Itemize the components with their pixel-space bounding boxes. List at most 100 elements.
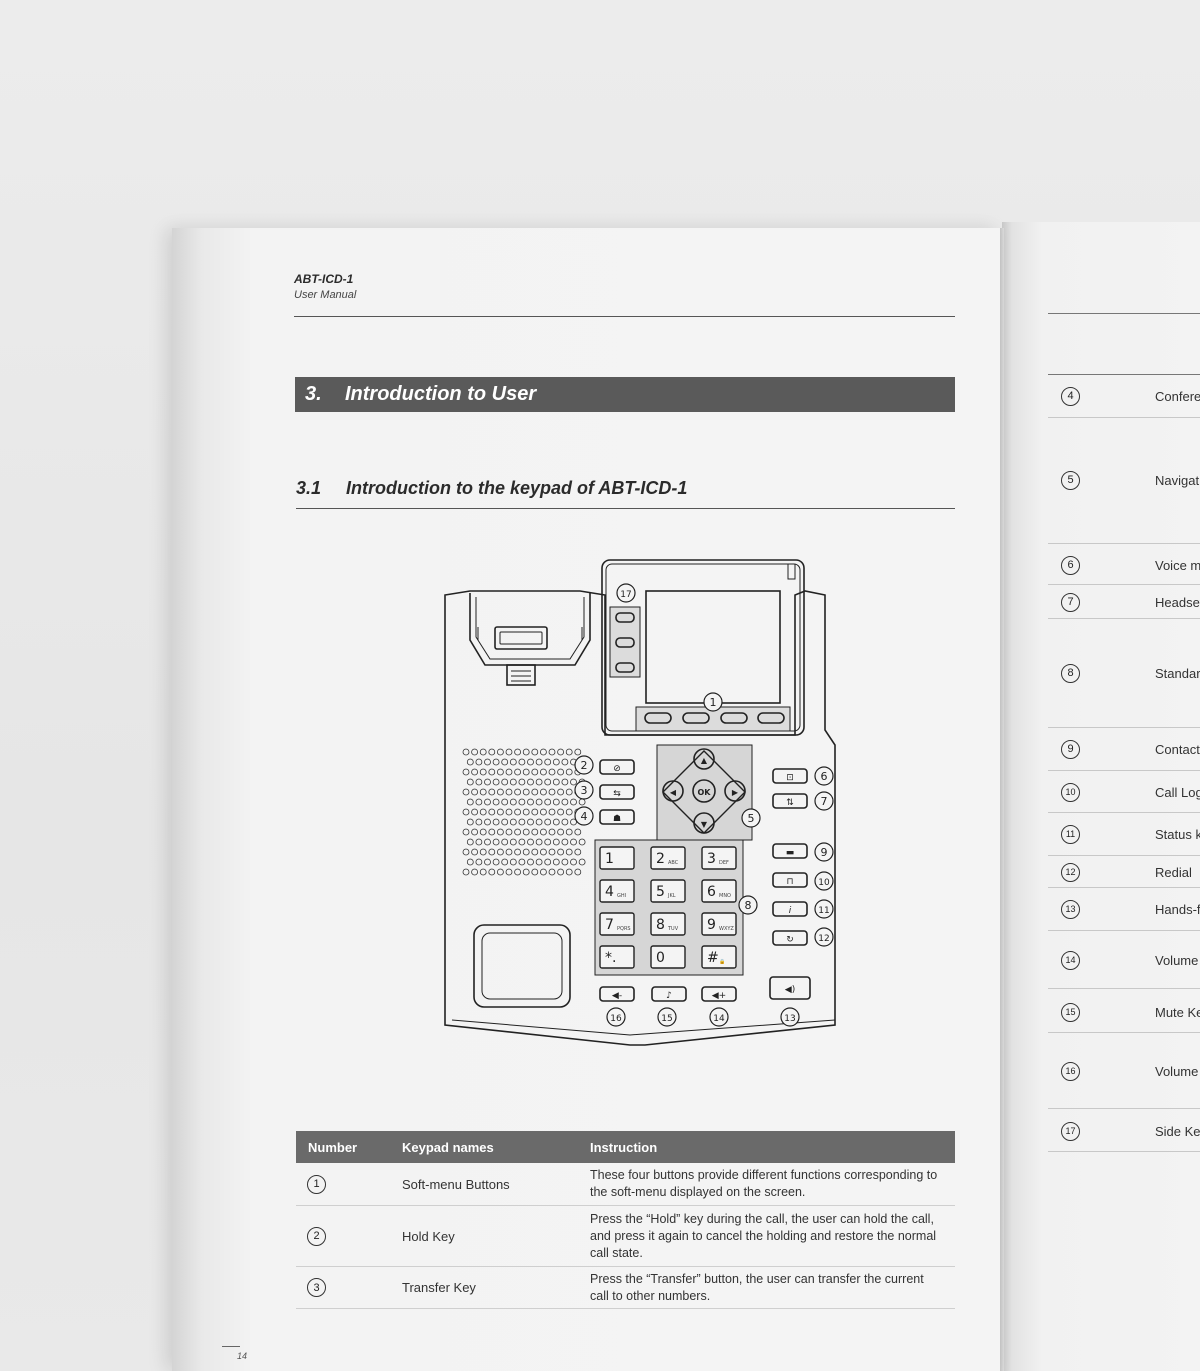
keypad-key-letters: ABC (668, 860, 679, 866)
row-name: Side Key (1155, 1123, 1200, 1139)
callout-marker (814, 899, 834, 919)
keypad-key-digit: 9 (707, 917, 716, 933)
keypad-key-digit: 5 (656, 884, 665, 900)
callout-number: 13 (784, 1014, 795, 1024)
right-row-rule (1048, 1108, 1200, 1109)
row-instruction: Press the “Transfer” button, the user ca… (590, 1271, 924, 1303)
row-name: Transfer Key (402, 1280, 476, 1295)
keypad-key-letters: MNO (719, 893, 731, 899)
contacts-icon: ▬ (786, 848, 795, 858)
callout-marker (814, 791, 834, 811)
right-table-row: 14 Volume (1048, 950, 1200, 970)
row-name: Hold Key (402, 1228, 455, 1244)
callout-number: 4 (581, 810, 588, 823)
col-name-header: Keypad names (402, 1139, 494, 1155)
right-row-rule (1048, 770, 1200, 771)
row-number: 13 (1061, 899, 1080, 919)
row-number: 9 (1061, 739, 1080, 759)
row-number: 6 (1061, 555, 1080, 575)
keypad-key-digit: 7 (605, 917, 614, 933)
keypad-key (599, 912, 635, 936)
section-heading: 3. Introduction to User (295, 377, 955, 412)
keypad-key-digit: 8 (656, 917, 665, 933)
right-table-row: 6 Voice m (1048, 555, 1200, 575)
keypad-key (701, 879, 737, 903)
row-number: 7 (1061, 592, 1080, 612)
keypad-key-digit: *. (605, 950, 616, 966)
nav-left-icon: ◀ (670, 788, 677, 797)
callout-marker (741, 808, 761, 828)
redial-icon: ↻ (786, 935, 794, 945)
callout-number: 6 (821, 770, 828, 783)
callout-marker (780, 1007, 800, 1027)
folio-rule (222, 1346, 240, 1347)
keypad-key-digit: 4 (605, 884, 614, 900)
row-name: Status k (1155, 826, 1200, 842)
row-name: Voice m (1155, 557, 1200, 573)
right-row-rule (1048, 855, 1200, 856)
right-table-row: 7 Headset (1048, 592, 1200, 612)
col-instruction-header: Instruction (590, 1139, 658, 1155)
status-icon: i (789, 906, 792, 916)
callout-marker (703, 692, 723, 712)
right-row-rule (1048, 417, 1200, 418)
keypad-key (650, 846, 686, 870)
row-name: Soft-menu Buttons (402, 1176, 510, 1192)
callout-number: 9 (821, 846, 828, 859)
keypad-key (701, 912, 737, 936)
callout-number: 8 (745, 899, 752, 912)
volume-up-icon: ◀+ (712, 991, 726, 1001)
mute-icon: ♪ (666, 991, 672, 1001)
col-number-header: Number (308, 1139, 358, 1155)
callout-number: 14 (713, 1014, 725, 1024)
call-log-icon: ⊓ (786, 877, 793, 887)
right-row-rule (1048, 988, 1200, 989)
row-number: 12 (1061, 862, 1080, 882)
keypad-key (650, 879, 686, 903)
section-number: 3. (305, 383, 322, 405)
row-number: 15 (1061, 1002, 1080, 1022)
row-number: 2 (307, 1226, 326, 1246)
hold-icon: ⊘ (613, 764, 621, 774)
callout-number: 3 (581, 784, 588, 797)
header-subtitle: User Manual (294, 289, 357, 301)
keypad-key-digit: 6 (707, 884, 716, 900)
nav-down-icon: ▼ (701, 820, 708, 829)
transfer-icon: ⇆ (613, 789, 621, 799)
keypad-table: Number Keypad names Instruction 1 Soft-m… (296, 1131, 955, 1309)
right-row-rule (1048, 812, 1200, 813)
book-gutter (998, 228, 1004, 1371)
keypad-key-letters: GHI (617, 893, 626, 899)
callout-marker (606, 1007, 626, 1027)
callout-number: 10 (818, 878, 830, 888)
row-name: Headset (1155, 594, 1200, 610)
keypad-key (701, 945, 737, 969)
row-name: Volume (1155, 952, 1199, 968)
callout-number: 2 (581, 759, 588, 772)
callout-number: 15 (661, 1014, 672, 1024)
row-number: 10 (1061, 782, 1080, 802)
row-number: 14 (1061, 950, 1080, 970)
callout-marker (738, 895, 758, 915)
right-row-rule (1048, 584, 1200, 585)
voicemail-icon: ⊡ (786, 773, 794, 783)
row-number: 3 (307, 1278, 326, 1297)
callout-number: 12 (818, 934, 829, 944)
right-row-rule (1048, 618, 1200, 619)
right-row-rule (1048, 727, 1200, 728)
callout-marker (657, 1007, 677, 1027)
nav-right-icon: ▶ (732, 788, 739, 797)
keypad-key-digit: 3 (707, 851, 716, 867)
callout-number: 16 (610, 1014, 622, 1024)
subsection-rule (296, 508, 955, 509)
row-name: Volume (1155, 1063, 1199, 1079)
keypad-key (599, 846, 635, 870)
